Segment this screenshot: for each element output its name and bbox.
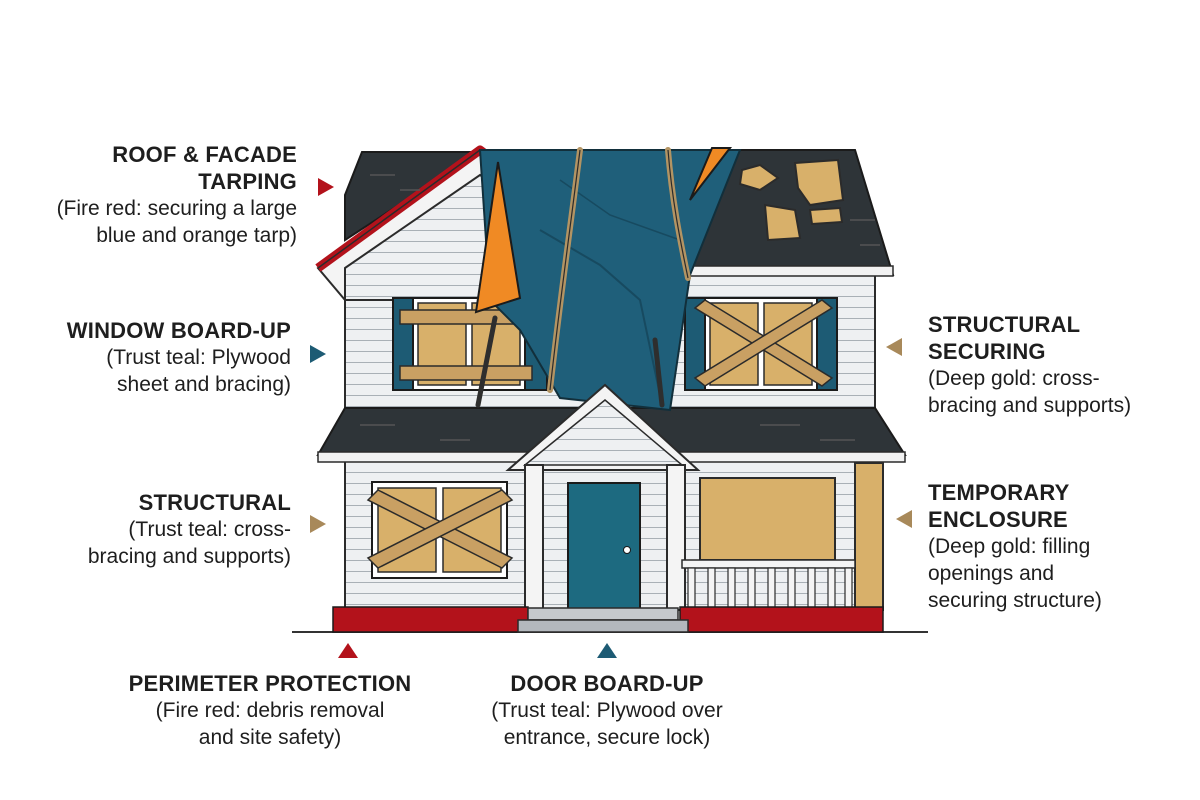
door-boardup-marker [597,643,617,658]
temporary-enclosure-desc-3: securing structure) [928,589,1102,612]
perimeter-protection-desc-2: and site safety) [198,726,342,749]
window-boardup-title: WINDOW BOARD-UP [66,318,291,343]
perimeter-protection-label: PERIMETER PROTECTION (Fire red: debris r… [110,670,430,751]
roof-tarping-desc-1: (Fire red: securing a large [56,197,297,220]
roof-tarping-title-1: ROOF & FACADE [112,142,297,167]
upper-right-window [684,297,838,391]
temporary-enclosure-marker [896,510,912,528]
door-boardup-desc-1: (Trust teal: Plywood over [491,699,723,722]
window-boardup-marker [310,345,326,363]
door-boardup-label: DOOR BOARD-UP (Trust teal: Plywood over … [457,670,757,751]
structural-securing-title-1: STRUCTURAL [928,312,1081,337]
perimeter-base [332,606,529,633]
structural-left-desc-1: (Trust teal: cross- [128,518,291,541]
structural-left-label: STRUCTURAL (Trust teal: cross- bracing a… [88,489,291,570]
structural-left-marker [310,515,326,533]
porch-railing [687,567,853,609]
roof-tarping-title-2: TARPING [198,169,297,194]
structural-securing-title-2: SECURING [928,339,1046,364]
temporary-enclosure [681,462,884,611]
structural-left-title: STRUCTURAL [138,490,291,515]
structural-securing-label: STRUCTURAL SECURING (Deep gold: cross- b… [928,311,1131,419]
door-boardup-title: DOOR BOARD-UP [510,671,704,696]
structural-securing-desc-2: bracing and supports) [928,394,1132,417]
window-boardup-desc-2: sheet and bracing) [117,373,291,396]
structural-securing-desc-1: (Deep gold: cross- [928,367,1100,390]
tarp [474,147,742,412]
roof-damage [738,158,845,242]
perimeter-protection-marker [338,643,358,658]
temporary-enclosure-label: TEMPORARY ENCLOSURE (Deep gold: filling … [928,479,1102,614]
temporary-enclosure-title-2: ENCLOSURE [928,507,1068,532]
door [567,482,641,611]
structural-securing-marker [886,338,902,356]
structural-left-desc-2: bracing and supports) [87,545,291,568]
roof-tarping-label: ROOF & FACADE TARPING (Fire red: securin… [57,141,297,249]
perimeter-protection-desc-1: (Fire red: debris removal [155,699,385,722]
temporary-enclosure-title-1: TEMPORARY [928,480,1070,505]
roof-tarping-desc-2: blue and orange tarp) [96,224,297,247]
door-boardup-desc-2: entrance, secure lock) [503,726,711,749]
perimeter-protection-title: PERIMETER PROTECTION [128,671,412,696]
temporary-enclosure-desc-2: openings and [928,562,1055,585]
lower-left-window [366,481,514,579]
window-boardup-label: WINDOW BOARD-UP (Trust teal: Plywood she… [67,317,291,398]
entrance-steps [527,607,679,621]
window-boardup-desc-1: (Trust teal: Plywood [106,346,291,369]
roof-tarping-marker [318,178,334,196]
temporary-enclosure-desc-1: (Deep gold: filling [928,535,1091,558]
